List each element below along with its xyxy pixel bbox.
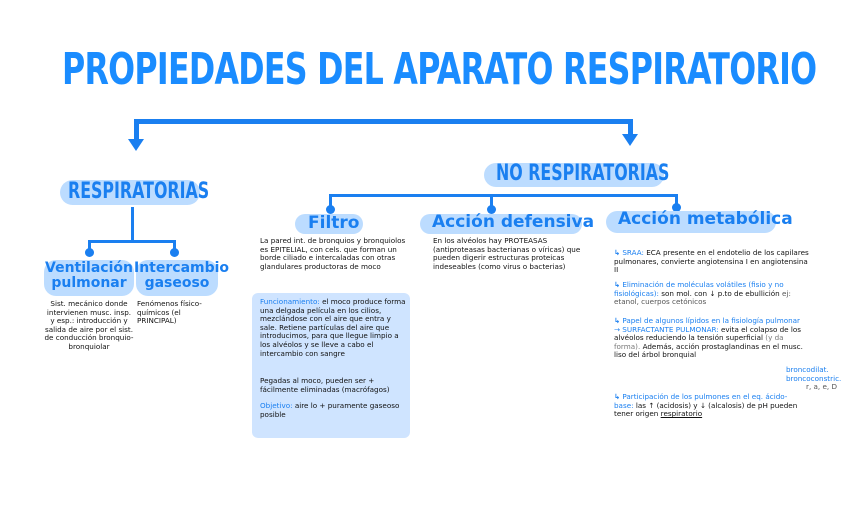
surfactante-side3: r, a, e, D <box>806 382 838 392</box>
no-respiratorias-pill <box>484 163 664 187</box>
objetivo-text: Objetivo: aire lo + puramente gaseoso po… <box>260 401 406 419</box>
metabolica-pill <box>606 211 776 233</box>
objetivo-label: Objetivo: <box>260 401 293 410</box>
resp-dot-right <box>170 248 179 257</box>
ventilacion-label: Ventilación pulmonar <box>44 261 134 291</box>
intercambio-line1: Intercambio <box>134 260 230 276</box>
acido-base-underlined: respiratorio <box>660 409 703 419</box>
metabolica-item-surfactante: ↳ Papel de algunos lípidos en la fisiolo… <box>614 316 804 360</box>
funcionamiento-label: Funcionamiento: <box>260 297 320 306</box>
broncoconstric-text: broncoconstric. <box>786 373 842 383</box>
nr-dot-defensiva <box>487 205 496 214</box>
resp-connector-h <box>88 240 176 243</box>
intercambio-text: Fenómenos físico-químicos (el PRINCIPAL) <box>137 299 202 326</box>
page-title: PROPIEDADES DEL APARATO RESPIRATORIO <box>62 44 817 95</box>
objetivo-body: aire lo + puramente gaseoso posible <box>260 401 400 419</box>
ventilacion-line1: Ventilación <box>45 260 133 276</box>
metabolica-item-sraa: ↳ SRAA: ECA presente en el endotelio de … <box>614 248 814 275</box>
intercambio-pill <box>136 260 218 296</box>
volatiles-example: ej: etanol, cuerpos cetónicos <box>614 288 791 307</box>
top-connector-right <box>628 119 633 135</box>
top-connector-left <box>134 119 139 141</box>
ventilacion-text: Sist. mecánico donde intervienen musc. i… <box>44 299 134 351</box>
ventilacion-pill <box>44 260 134 296</box>
nr-connector-1 <box>329 194 332 206</box>
top-connector-h <box>134 119 632 124</box>
resp-connector-r <box>173 240 176 250</box>
nr-connector-h <box>329 194 678 197</box>
defensiva-text: En los alvéolos hay PROTEASAS (antiprote… <box>433 236 581 271</box>
metabolica-item-acido-base: ↳ Participación de los pulmones en el eq… <box>614 392 804 419</box>
ventilacion-line2: pulmonar <box>51 275 127 291</box>
volatiles-label: Eliminación de moléculas volátiles (fisi… <box>614 280 784 298</box>
surfactante-paren: (y da forma). <box>614 333 784 351</box>
surfactante-side: broncodilat. broncoconstric. r, a, e, D <box>786 365 848 392</box>
resp-dot-left <box>85 248 94 257</box>
nr-connector-2 <box>490 194 493 206</box>
sraa-label: SRAA: <box>622 248 644 257</box>
resp-connector-l <box>88 240 91 250</box>
arrow-right <box>622 134 638 146</box>
nr-dot-filtro <box>326 205 335 214</box>
no-respiratorias-label: NO RESPIRATORIAS <box>496 161 670 186</box>
bullet-arrow-icon: ↳ <box>614 392 621 401</box>
surfactante-label: Papel de algunos lípidos en la fisiologí… <box>614 316 801 334</box>
funcionamiento-text: Funcionamiento: el moco produce forma un… <box>260 297 406 358</box>
bullet-arrow-icon: ↳ <box>614 316 621 325</box>
acido-base-label: Participación de los pulmones en el eq. … <box>614 392 788 410</box>
surfactante-text: evita el colapso de los alvéolos reducie… <box>614 324 802 343</box>
defensiva-pill <box>420 214 582 234</box>
filtro-pill <box>295 214 363 234</box>
filtro-text: La pared int. de bronquios y bronquiolos… <box>260 236 406 271</box>
respiratorias-label: RESPIRATORIAS <box>68 179 210 204</box>
metabolica-item-volatiles: ↳ Eliminación de moléculas volátiles (fi… <box>614 280 814 307</box>
filtro-label: Filtro <box>308 213 360 233</box>
metabolica-label: Acción metabólica <box>618 209 793 229</box>
intercambio-line2: gaseoso <box>144 275 210 291</box>
respiratorias-pill <box>60 180 200 205</box>
intercambio-label: Intercambio gaseoso <box>134 260 230 291</box>
defensiva-label: Acción defensiva <box>432 212 595 232</box>
sraa-text: ECA presente en el endotelio de los capi… <box>614 248 809 275</box>
resp-connector-v <box>131 207 134 242</box>
volatiles-text: son mol. con ↓ p.to de ebullición <box>661 288 780 298</box>
bullet-arrow-icon: ↳ <box>614 248 621 257</box>
pegadas-text: Pegadas al moco, pueden ser + fácilmente… <box>260 376 390 394</box>
acido-base-text: las ↑ (acidosis) y ↓ (alcalosis) de pH p… <box>614 400 798 419</box>
surfactante-text2: Además, acción prostaglandinas en el mus… <box>614 341 803 360</box>
funcionamiento-body: el moco produce forma una delgada pelícu… <box>260 297 406 358</box>
nr-dot-metabolica <box>672 203 681 212</box>
filtro-box <box>252 293 410 438</box>
bullet-arrow-icon: ↳ <box>614 280 621 289</box>
nr-connector-3 <box>675 194 678 204</box>
broncodilat-text: broncodilat. <box>786 365 829 374</box>
arrow-left <box>128 139 144 151</box>
